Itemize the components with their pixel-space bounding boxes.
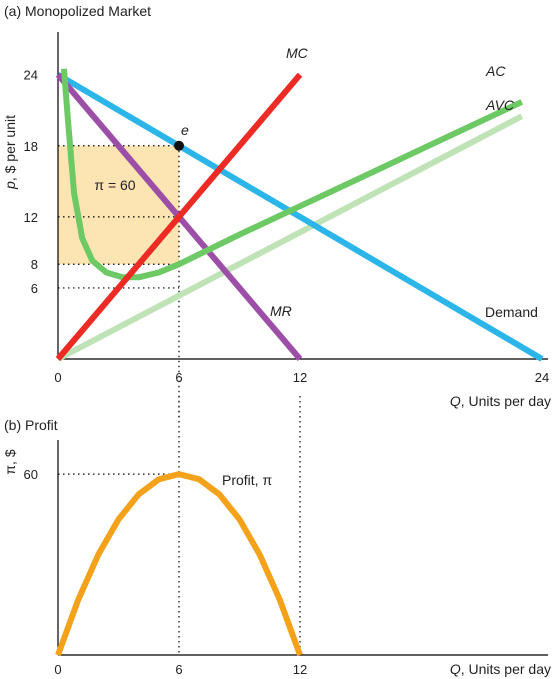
panel-a-y-axis-label: p, $ per unit [2,115,18,190]
label-avc: AVC [485,97,515,113]
profit-area-label: π = 60 [94,177,135,193]
label-e: e [181,122,189,138]
panel-b-x-tick-6: 6 [175,662,182,677]
panel-b-tick-labels: 0 6 12 60 [24,467,308,677]
demand-curve [56,72,544,362]
panel-a-tick-labels: 0 6 12 24 6 8 12 18 24 [24,68,550,385]
panel-a-x-tick-12: 12 [293,370,307,385]
panel-b-curve-labels: Profit, π [222,472,272,488]
panel-a-x-axis-label: Q, Units per day [450,393,551,409]
panel-a-title: (a) Monopolized Market [4,3,151,19]
panel-a-x-tick-24: 24 [535,370,549,385]
panel-a-x-tick-6: 6 [175,370,182,385]
panel-a-y-tick-12: 12 [24,210,38,225]
panel-a-monopolized-market: (a) Monopolized Market p, $ per unit Q, … [2,3,551,420]
panel-b-axes [57,440,548,656]
panel-a-curves [55,68,544,362]
avc-curve [56,113,524,362]
equilibrium-point-e [174,140,184,151]
panel-a-y-tick-6: 6 [31,281,38,296]
panel-b-title: (b) Profit [4,417,58,433]
label-profit: Profit, π [222,472,272,488]
mc-curve [55,72,303,361]
panel-a-curve-labels: MC AC AVC MR Demand e π = 60 [94,45,538,320]
label-mc: MC [286,45,309,61]
panel-a-axes [57,32,548,360]
panel-a-y-tick-24: 24 [24,68,38,83]
panel-b-guide-lines [58,396,301,655]
profit-curve [55,471,303,657]
panel-b-x-axis-label: Q, Units per day [450,661,551,677]
panel-a-y-tick-8: 8 [31,257,38,272]
label-mr: MR [270,303,292,319]
panel-b-x-tick-12: 12 [293,662,307,677]
ac-curve [61,68,524,281]
label-ac: AC [485,63,506,79]
panel-b-y-tick-60: 60 [24,467,38,482]
panel-a-x-tick-0: 0 [54,370,61,385]
panel-b-x-tick-0: 0 [54,662,61,677]
panel-b-y-axis-label: π, $ [2,449,18,474]
label-demand: Demand [485,304,538,320]
panel-a-y-tick-18: 18 [24,139,38,154]
panel-b-curves [55,471,303,657]
